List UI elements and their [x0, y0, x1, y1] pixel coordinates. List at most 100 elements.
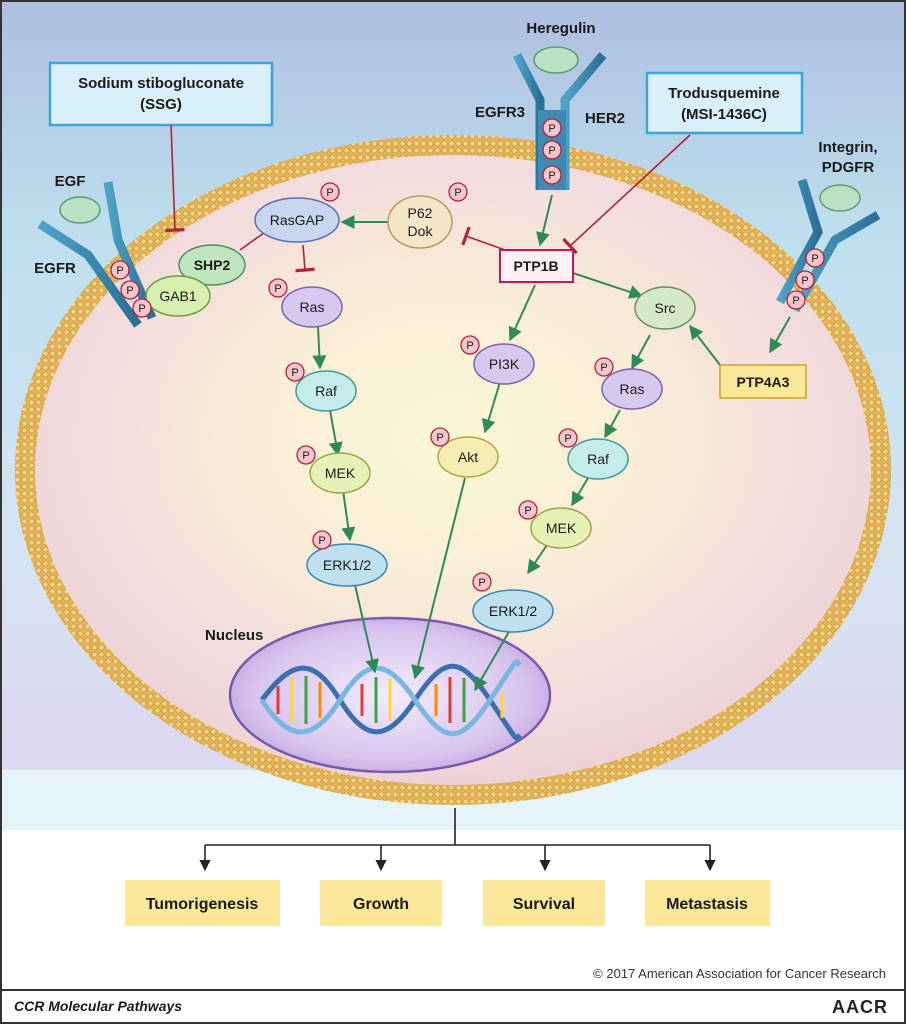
phosphate-badge: P — [110, 260, 130, 280]
svg-text:GAB1: GAB1 — [159, 288, 197, 304]
msi-label-line1: Trodusquemine — [668, 85, 780, 102]
svg-text:Ras: Ras — [620, 381, 645, 397]
journal-name: CCR Molecular Pathways — [14, 998, 182, 1014]
svg-text:P: P — [524, 505, 531, 517]
svg-text:P: P — [801, 275, 808, 287]
svg-text:P: P — [126, 285, 133, 297]
svg-text:P: P — [302, 450, 309, 462]
outcome-survival: Survival — [483, 880, 605, 926]
svg-text:P: P — [326, 187, 333, 199]
ptp4a3-node: PTP4A3 — [719, 364, 807, 399]
aacr-logo: AACR — [832, 997, 888, 1017]
svg-text:RasGAP: RasGAP — [270, 212, 324, 228]
dna-helix-icon — [259, 659, 522, 741]
svg-text:P: P — [466, 340, 473, 352]
heregulin-label: Heregulin — [526, 20, 595, 37]
phosphate-badge: P — [472, 572, 492, 592]
svg-text:ERK1/2: ERK1/2 — [489, 603, 537, 619]
egfr3-label: EGFR3 — [475, 104, 525, 121]
svg-text:Dok: Dok — [408, 223, 434, 239]
outcome-tumorigenesis: Tumorigenesis — [125, 880, 280, 926]
svg-text:Src: Src — [655, 300, 676, 316]
phosphate-badge: P — [285, 362, 305, 382]
outcome-metastasis: Metastasis — [645, 880, 770, 926]
msi-drug-box — [645, 71, 804, 135]
gab1-node: GAB1 — [145, 275, 211, 317]
phosphate-badge: P — [795, 270, 815, 290]
phosphate-badge: P — [518, 500, 538, 520]
svg-text:Akt: Akt — [458, 449, 478, 465]
phosphate-badge: P — [805, 248, 825, 268]
svg-text:P: P — [318, 535, 325, 547]
svg-text:P: P — [600, 362, 607, 374]
ras-right-node: Ras — [601, 368, 663, 410]
svg-text:P: P — [811, 253, 818, 265]
svg-text:P: P — [436, 432, 443, 444]
raf-left-node: Raf — [295, 370, 357, 412]
akt-node: Akt — [437, 436, 499, 478]
egfr-receptor — [37, 181, 157, 328]
svg-text:MEK: MEK — [325, 465, 356, 481]
svg-text:P: P — [116, 265, 123, 277]
svg-text:Growth: Growth — [353, 896, 409, 913]
phosphate-badge: P — [558, 428, 578, 448]
pi3k-node: PI3K — [473, 343, 535, 385]
svg-text:Tumorigenesis: Tumorigenesis — [146, 896, 259, 913]
phosphate-badge: P — [132, 298, 152, 318]
shp2-node: SHP2 — [178, 244, 246, 286]
integrin-label-line1: Integrin, — [818, 139, 877, 156]
svg-text:Raf: Raf — [587, 451, 609, 467]
svg-text:MEK: MEK — [546, 520, 577, 536]
phosphate-badge: P — [312, 530, 332, 550]
heregulin-ligand — [533, 46, 579, 74]
integrin-ligand — [819, 184, 861, 212]
svg-text:Raf: Raf — [315, 383, 337, 399]
phosphate-badge: P — [786, 290, 806, 310]
copyright-text: © 2017 American Association for Cancer R… — [593, 966, 886, 981]
svg-text:P: P — [454, 187, 461, 199]
mek-left-node: MEK — [309, 452, 371, 494]
ssg-label-line2: (SSG) — [140, 96, 182, 113]
svg-text:P62: P62 — [408, 205, 433, 221]
svg-text:PTP1B: PTP1B — [513, 258, 558, 274]
svg-text:Ras: Ras — [300, 299, 325, 315]
nucleus-label: Nucleus — [205, 627, 263, 644]
integrin-label-line2: PDGFR — [822, 159, 875, 176]
ras-left-node: Ras — [281, 286, 343, 328]
svg-text:P: P — [548, 145, 555, 157]
src-node: Src — [634, 286, 696, 330]
erk-right-node: ERK1/2 — [472, 589, 554, 633]
raf-right-node: Raf — [567, 438, 629, 480]
phosphate-badge: P — [268, 278, 288, 298]
svg-text:P: P — [564, 433, 571, 445]
svg-text:P: P — [291, 367, 298, 379]
svg-text:P: P — [792, 295, 799, 307]
outcome-connectors — [199, 808, 716, 872]
svg-text:ERK1/2: ERK1/2 — [323, 557, 371, 573]
her2-label: HER2 — [585, 110, 625, 127]
phosphate-badge: P — [296, 445, 316, 465]
ptp1b-node: PTP1B — [499, 249, 574, 283]
svg-text:PI3K: PI3K — [489, 356, 520, 372]
svg-text:P: P — [274, 283, 281, 295]
ssg-drug-box — [48, 61, 274, 127]
phosphate-badge: P — [542, 165, 562, 185]
egfr-label: EGFR — [34, 260, 76, 277]
phosphate-badge: P — [120, 280, 140, 300]
activation-arrows — [312, 194, 791, 692]
egf-ligand — [59, 196, 101, 224]
phosphate-badge: P — [320, 182, 340, 202]
erk-left-node: ERK1/2 — [306, 543, 388, 587]
msi-label-line2: (MSI-1436C) — [681, 106, 767, 123]
phosphate-badge: P — [460, 335, 480, 355]
phosphate-badge: P — [542, 118, 562, 138]
svg-text:P: P — [548, 123, 555, 135]
phosphate-badge: P — [430, 427, 450, 447]
egf-label: EGF — [55, 173, 86, 190]
svg-text:Survival: Survival — [513, 896, 575, 913]
svg-text:P: P — [478, 577, 485, 589]
